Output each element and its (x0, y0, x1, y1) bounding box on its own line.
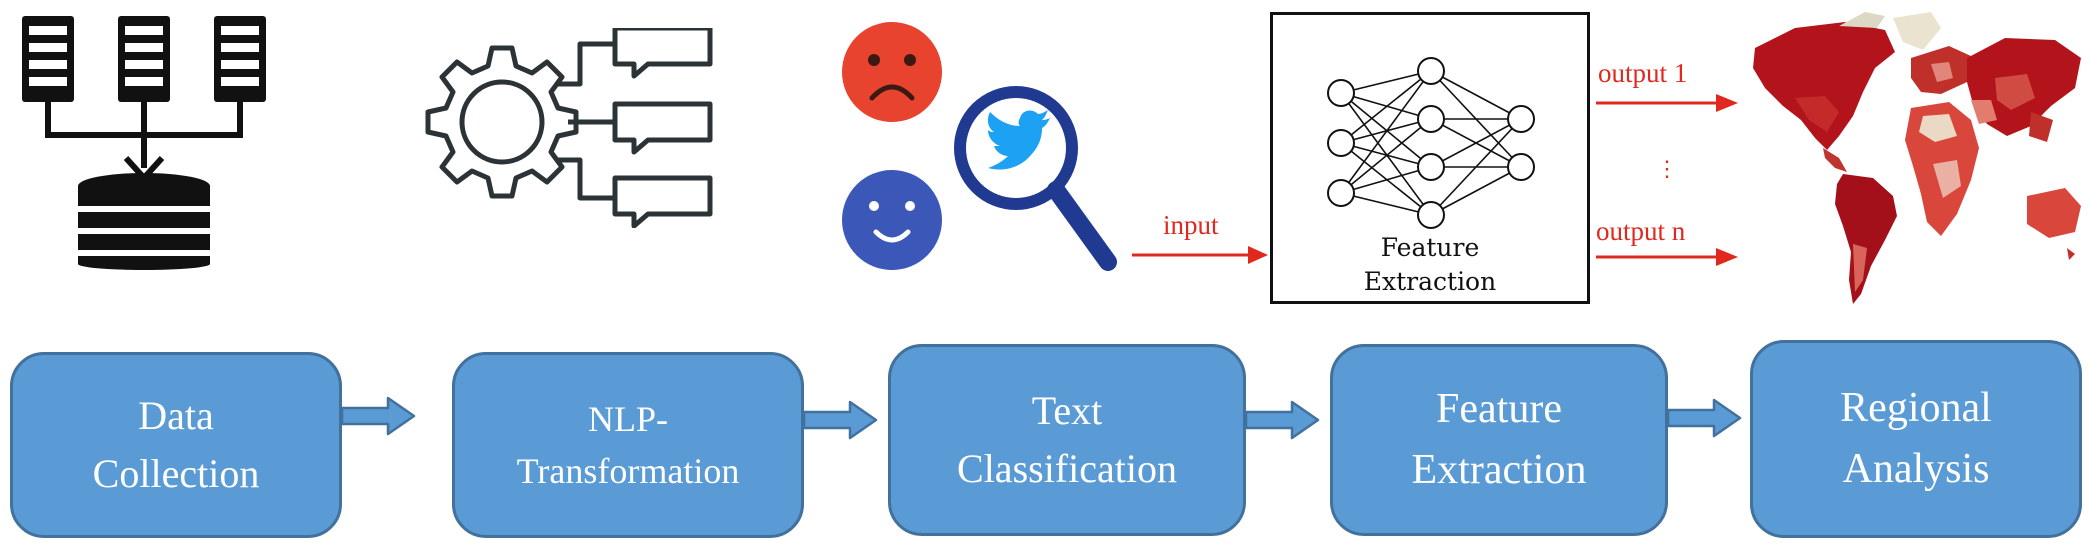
stage-label-line2: Classification (957, 446, 1177, 491)
stage-label-line2: Transformation (516, 451, 740, 491)
output-1-label: output 1 (1598, 58, 1688, 88)
flow-arrow-1 (342, 396, 416, 436)
gear-speech-bubbles-icon (425, 28, 713, 228)
input-arrow (1132, 246, 1268, 264)
stage-regional-analysis: Regional Analysis (1750, 340, 2082, 538)
flow-arrow-4 (1668, 398, 1742, 438)
network-caption-line2: Extraction (1363, 267, 1497, 296)
stage-label-line2: Collection (92, 451, 260, 496)
neural-network-icon (1327, 57, 1535, 229)
database-servers-icon (22, 16, 266, 270)
stage-feature-extraction: Feature Extraction (1330, 344, 1668, 536)
output-n-arrow (1596, 248, 1738, 266)
stage-nlp-transformation: NLP- Transformation (452, 352, 804, 538)
stage-label-line1: Regional (1840, 385, 1992, 432)
output-n-label: output n (1596, 216, 1686, 246)
stage-text-classification: Text Classification (888, 344, 1246, 536)
input-label: input (1163, 210, 1219, 240)
stage-data-collection: Data Collection (10, 352, 342, 538)
twitter-magnifier-icon[interactable] (950, 80, 1120, 280)
output-ellipsis: ⋮ (1656, 156, 1678, 181)
network-caption-line1: Feature (1380, 233, 1480, 262)
world-choropleth-map (1753, 12, 2081, 304)
stage-label-line2: Analysis (1842, 446, 1990, 492)
output-1-arrow (1596, 94, 1738, 112)
stage-label-line1: NLP- (588, 398, 668, 439)
stage-label-line1: Text (1031, 388, 1103, 433)
network-box: Feature Extraction (1270, 12, 1590, 304)
flow-arrow-3 (1246, 400, 1320, 440)
stage-label-line1: Data (138, 393, 214, 438)
stage-label-line2: Extraction (1411, 447, 1587, 493)
sad-happy-faces-icon (842, 22, 942, 270)
flow-arrow-2 (804, 400, 878, 440)
stage-label-line1: Feature (1436, 386, 1562, 433)
